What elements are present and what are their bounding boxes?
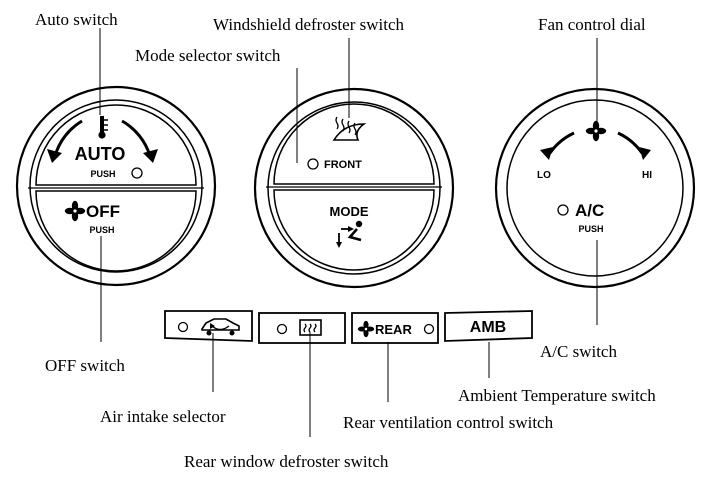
callout-mode-selector: Mode selector switch <box>135 46 281 65</box>
off-push-label: PUSH <box>89 225 114 235</box>
ac-push-label: PUSH <box>578 224 603 234</box>
rear-defroster-switch[interactable] <box>258 312 346 344</box>
callout-windshield-defroster: Windshield defroster switch <box>213 15 404 34</box>
windshield-defroster-switch[interactable] <box>273 103 435 185</box>
auto-label: AUTO <box>75 144 126 164</box>
vent-mode-icon <box>336 220 363 248</box>
ac-label: A/C <box>575 201 604 220</box>
mode-label: MODE <box>330 204 369 219</box>
callout-off-switch: OFF switch <box>45 356 125 375</box>
callout-air-intake: Air intake selector <box>100 407 226 426</box>
leader-lines <box>99 28 598 437</box>
ac-indicator-light <box>557 204 569 216</box>
amb-label: AMB <box>470 319 506 336</box>
temp-down-arrow-icon <box>47 119 83 163</box>
off-label: OFF <box>86 202 120 221</box>
callout-rear-defroster: Rear window defroster switch <box>184 452 389 471</box>
lo-label: LO <box>537 170 551 181</box>
front-indicator-light <box>307 158 319 170</box>
air-intake-selector[interactable] <box>164 310 253 342</box>
front-label: FRONT <box>324 159 362 171</box>
hi-label: HI <box>642 170 652 181</box>
fan-control-dial[interactable]: LO HI A/C PUSH <box>494 87 696 289</box>
temp-up-arrow-icon <box>121 119 158 163</box>
mode-dial: FRONT MODE <box>253 87 455 289</box>
callout-fan-control: Fan control dial <box>538 15 646 34</box>
mode-selector-switch[interactable] <box>273 189 435 271</box>
air-intake-indicator-light <box>177 321 189 333</box>
rear-ventilation-switch[interactable]: REAR <box>351 312 439 344</box>
callout-rear-vent: Rear ventilation control switch <box>343 413 554 432</box>
windshield-defrost-icon <box>332 116 367 141</box>
ac-switch[interactable]: A/C <box>575 201 604 220</box>
callout-auto-switch: Auto switch <box>35 10 118 29</box>
thermometer-icon <box>98 116 108 139</box>
rear-label: REAR <box>375 322 412 337</box>
rear-vent-indicator-light <box>423 323 435 335</box>
car-recirculation-icon <box>201 318 240 336</box>
auto-off-dial: AUTO PUSH OFF PUSH <box>15 85 217 287</box>
fan-hi-arrow-icon <box>617 131 651 160</box>
auto-push-label: PUSH <box>90 169 115 179</box>
fan-lo-arrow-icon <box>540 131 575 160</box>
ambient-temperature-switch[interactable]: AMB <box>444 310 533 342</box>
callout-ac-switch: A/C switch <box>540 342 617 361</box>
auto-indicator-light <box>131 167 143 179</box>
rear-defroster-indicator-light <box>276 323 288 335</box>
callout-ambient-temp: Ambient Temperature switch <box>458 386 656 405</box>
